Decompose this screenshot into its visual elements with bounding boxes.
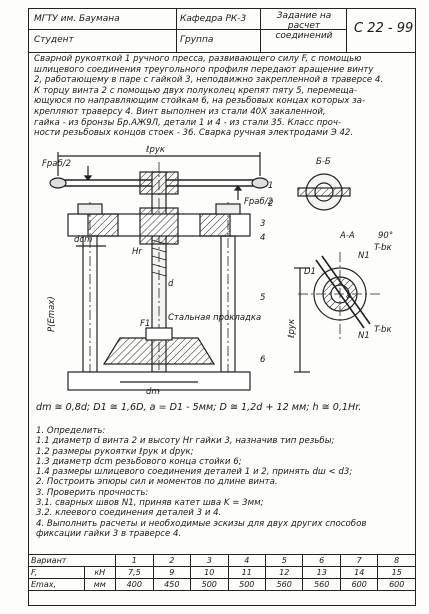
row-unit: кН [83, 566, 117, 579]
dim-d1: D1 [304, 267, 316, 277]
task-item: 3.2. клеевого соединения деталей 3 и 4. [36, 508, 222, 519]
variant-number: 3 [190, 554, 229, 567]
weld-t-bk-top: T-bк [374, 243, 392, 253]
table-row: F, кН 7,5 9 10 11 12 13 14 15 [28, 566, 416, 579]
force-left-label: Fраб/2 [42, 159, 71, 169]
task-item: 3. Проверить прочность: [36, 487, 149, 498]
group-label: Группа [180, 35, 214, 45]
table-cell: 15 [377, 566, 416, 579]
task-item: 1.2 размеры рукоятки ℓрук и dрук; [36, 446, 194, 457]
dim-d: d [168, 279, 174, 289]
variant-number: 5 [264, 554, 304, 567]
task-item: 2. Построить эпюры сил и моментов по дли… [36, 477, 278, 488]
table-cell: 10 [190, 566, 229, 579]
table-cell: 12 [264, 566, 304, 579]
table-cell: 600 [377, 578, 416, 591]
weld-t-bk-bottom: T-bк [374, 325, 392, 335]
row-unit: мм [83, 578, 117, 591]
table-cell: 400 [115, 578, 154, 591]
description-line: шлицевого соединения треугольного профил… [34, 64, 374, 75]
dim-dm: dm [146, 387, 160, 397]
task-item: 4. Выполнить расчеты и необходимые эскиз… [36, 518, 367, 529]
task-item: 1.3 диаметр dcm резьбового конца стойки … [36, 456, 242, 467]
variant-header: Вариант [27, 554, 117, 567]
task-code: С 22 - 99 [354, 21, 414, 36]
table-cell: 560 [264, 578, 304, 591]
weld-n1-top: N1 [358, 251, 370, 261]
table-cell: 500 [227, 578, 267, 591]
title-block: МГТУ им. Баумана Кафедра РК-3 Задание на… [28, 8, 416, 53]
part-number-3: 3 [260, 219, 265, 229]
table-cell: 500 [190, 578, 229, 591]
variant-number: 6 [302, 554, 341, 567]
formula-line: dm ≅ 0,8d; D1 ≅ 1,6D, a = D1 - 5мм; D ≅ … [36, 402, 362, 413]
table-row: Emax, мм 400 450 500 500 560 560 600 600 [28, 578, 416, 591]
description-line: ющуюся по направляющим стойкам 6, на рез… [34, 96, 366, 107]
table-cell: 13 [302, 566, 341, 579]
row-label: F, [28, 566, 85, 579]
dim-p-emax: P(Emax) [47, 296, 57, 332]
task-item: 1. Определить: [36, 426, 106, 436]
part-number-4: 4 [260, 233, 265, 243]
force-right-label: Fраб/2 [244, 197, 273, 207]
section-aa-title: A-A [339, 231, 355, 241]
variant-number: 4 [227, 554, 267, 567]
table-cell: 11 [227, 566, 267, 579]
table-cell: 600 [339, 578, 379, 591]
part-number-6: 6 [260, 355, 266, 365]
description-line: К торцу винта 2 с помощью двух полуколец… [34, 85, 357, 96]
task-item: фиксации гайки 3 в траверсе 4. [36, 528, 182, 539]
force-f1: F1 [140, 319, 150, 329]
university-name: МГТУ им. Баумана [34, 14, 120, 24]
row-label: Emax, [28, 578, 85, 591]
description: Сварной рукояткой 1 ручного пресса, разв… [34, 54, 410, 139]
description-line: 2, работающему в паре с гайкой 3, неподв… [34, 75, 384, 86]
dim-l-pyk-aa: ℓрук [287, 318, 297, 339]
table-cell: 7,5 [115, 566, 154, 579]
table-cell: 450 [152, 578, 192, 591]
table-cell: 14 [339, 566, 379, 579]
weld-n1-bottom: N1 [358, 331, 370, 341]
press-drawing: ℓрук Fраб/2 Fраб/2 dcm d 1 2 3 4 5 6 Hr … [42, 145, 393, 397]
part-number-1: 1 [268, 181, 273, 191]
dim-l-ruk: ℓрук [145, 145, 166, 155]
description-line: ности резьбовых концов стоек - 36. Сварк… [34, 128, 354, 139]
steel-pad-label: Стальная прокладка [168, 313, 261, 323]
variant-number: 8 [377, 554, 416, 567]
part-number-5: 5 [260, 293, 265, 303]
description-line: крепляют траверсу 4. Винт выполнен из ст… [34, 106, 326, 117]
dim-a: a [346, 291, 351, 301]
task-item: 1.1 диаметр d винта 2 и высоту Hr гайки … [36, 436, 335, 447]
department-name: Кафедра РК-3 [180, 14, 247, 24]
description-line: гайка - из бронзы Бр.АЖ9Л, детали 1 и 4 … [34, 117, 342, 128]
description-line: Сварной рукояткой 1 ручного пресса, разв… [34, 54, 362, 64]
variant-number: 7 [339, 554, 379, 567]
part-number-2: 2 [268, 199, 273, 209]
section-bb-title: Б-Б [316, 157, 331, 167]
angle-label: 90° [378, 231, 393, 241]
student-label: Студент [34, 35, 74, 45]
variant-number: 1 [115, 554, 154, 567]
table-row: Вариант 1 2 3 4 5 6 7 8 [27, 554, 416, 567]
tasks-list: 1. Определить: 1.1 диаметр d винта 2 и в… [36, 426, 410, 539]
task-item: 3.1. сварных швов N1, приняв катет шва K… [36, 498, 264, 509]
table-cell: 560 [302, 578, 341, 591]
variants-table: Вариант 1 2 3 4 5 6 7 8 F, кН 7,5 9 10 1… [27, 554, 416, 591]
table-cell: 9 [152, 566, 192, 579]
task-label: Задание на расчет соединений [275, 11, 333, 41]
dim-dcm: dcm [74, 235, 92, 245]
sheet-frame [28, 8, 416, 606]
dim-hr: Hr [132, 247, 142, 257]
task-item: 1.4 размеры шлицевого соединения деталей… [36, 467, 353, 478]
variant-number: 2 [152, 554, 192, 567]
